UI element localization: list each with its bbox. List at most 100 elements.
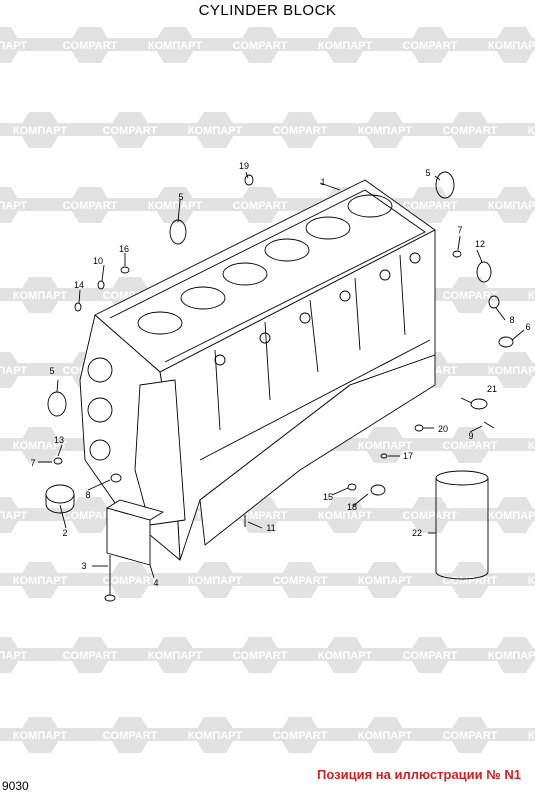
- svg-text:КОМПАРТ: КОМПАРТ: [0, 200, 27, 212]
- callout-15: 15: [323, 492, 333, 502]
- svg-text:КОМПАРТ: КОМПАРТ: [528, 290, 535, 302]
- svg-text:КОМПАРТ: КОМПАРТ: [358, 440, 412, 452]
- callout-5-top: 5: [425, 168, 430, 178]
- svg-text:КОМПАРТ: КОМПАРТ: [13, 440, 67, 452]
- watermark-logo: COMPART: [422, 277, 518, 313]
- callout-4: 4: [153, 578, 158, 588]
- watermark-logo: COMPART: [42, 187, 138, 223]
- svg-text:КОМПАРТ: КОМПАРТ: [0, 510, 27, 522]
- watermark-logo: COMPART: [82, 112, 178, 148]
- watermark-logo: COMPART: [212, 187, 308, 223]
- svg-text:COMPART: COMPART: [103, 125, 158, 137]
- svg-text:COMPART: COMPART: [233, 650, 288, 662]
- diagram-title: CYLINDER BLOCK: [198, 2, 337, 19]
- svg-text:COMPART: COMPART: [233, 40, 288, 52]
- svg-text:КОМПАРТ: КОМПАРТ: [188, 730, 242, 742]
- watermark-logo: КОМПАРТ: [337, 717, 433, 753]
- svg-text:КОМПАРТ: КОМПАРТ: [528, 125, 535, 137]
- watermark-logo: COMPART: [82, 717, 178, 753]
- watermark-logo: КОМПАРТ: [127, 637, 223, 673]
- callout-16: 16: [119, 244, 129, 254]
- callout-21: 21: [487, 384, 497, 394]
- callout-13: 13: [54, 435, 64, 445]
- svg-text:КОМПАРТ: КОМПАРТ: [13, 575, 67, 587]
- svg-text:КОМПАРТ: КОМПАРТ: [148, 40, 202, 52]
- watermark-logo: КОМПАРТ: [0, 427, 88, 463]
- callout-10: 10: [93, 256, 103, 266]
- svg-text:КОМПАРТ: КОМПАРТ: [0, 365, 27, 377]
- watermark-logo: КОМПАРТ: [127, 187, 223, 223]
- callout-19: 19: [239, 161, 249, 171]
- callout-8-left: 8: [85, 490, 90, 500]
- callout-2: 2: [62, 528, 67, 538]
- watermark-logo: КОМПАРТ: [337, 562, 433, 598]
- watermark-logo: КОМПАРТ: [337, 427, 433, 463]
- watermark-logo: КОМПАРТ: [507, 573, 535, 587]
- svg-text:COMPART: COMPART: [443, 290, 498, 302]
- svg-text:COMPART: COMPART: [443, 125, 498, 137]
- callout-18: 18: [347, 502, 357, 512]
- callout-6: 6: [525, 322, 530, 332]
- svg-text:COMPART: COMPART: [63, 650, 118, 662]
- svg-text:КОМПАРТ: КОМПАРТ: [148, 650, 202, 662]
- watermark-logo: КОМПАРТ: [0, 187, 48, 223]
- watermark-logo: КОМПАРТ: [0, 637, 48, 673]
- callout-5-lower: 5: [49, 366, 54, 376]
- callout-3: 3: [81, 561, 86, 571]
- illustration-caption: Позиция на иллюстрации № N1: [317, 767, 521, 782]
- svg-text:COMPART: COMPART: [273, 575, 328, 587]
- watermark-logo: COMPART: [422, 562, 518, 598]
- watermark-logo: COMPART: [82, 562, 178, 598]
- callout-14: 14: [74, 280, 84, 290]
- svg-text:КОМПАРТ: КОМПАРТ: [488, 40, 535, 52]
- watermark-logo: КОМПАРТ: [467, 27, 535, 63]
- watermark-logo: COMPART: [252, 112, 348, 148]
- svg-text:COMPART: COMPART: [403, 650, 458, 662]
- watermark-logo: КОМПАРТ: [0, 277, 88, 313]
- svg-text:КОМПАРТ: КОМПАРТ: [528, 730, 535, 742]
- svg-text:COMPART: COMPART: [233, 200, 288, 212]
- watermark-logo: КОМПАРТ: [0, 112, 88, 148]
- watermark-logo: COMPART: [382, 637, 478, 673]
- svg-text:КОМПАРТ: КОМПАРТ: [488, 510, 535, 522]
- svg-text:КОМПАРТ: КОМПАРТ: [488, 200, 535, 212]
- svg-text:КОМПАРТ: КОМПАРТ: [188, 125, 242, 137]
- watermark-logo: КОМПАРТ: [0, 497, 48, 533]
- svg-text:COMPART: COMPART: [63, 200, 118, 212]
- svg-text:КОМПАРТ: КОМПАРТ: [358, 575, 412, 587]
- callout-17: 17: [403, 451, 413, 461]
- svg-text:КОМПАРТ: КОМПАРТ: [188, 575, 242, 587]
- svg-text:COMPART: COMPART: [273, 730, 328, 742]
- svg-text:КОМПАРТ: КОМПАРТ: [488, 650, 535, 662]
- callout-5-left: 5: [178, 192, 183, 202]
- svg-text:КОМПАРТ: КОМПАРТ: [13, 730, 67, 742]
- callout-22: 22: [412, 528, 422, 538]
- watermark-logo: COMPART: [422, 112, 518, 148]
- svg-text:КОМПАРТ: КОМПАРТ: [358, 125, 412, 137]
- callout-7-right: 7: [457, 225, 462, 235]
- watermark-logo: КОМПАРТ: [297, 27, 393, 63]
- watermark-logo: КОМПАРТ: [127, 27, 223, 63]
- svg-text:COMPART: COMPART: [233, 510, 288, 522]
- watermark-logo: COMPART: [422, 427, 518, 463]
- svg-text:COMPART: COMPART: [273, 125, 328, 137]
- watermark-logo: КОМПАРТ: [467, 187, 535, 223]
- watermark-logo: COMPART: [252, 717, 348, 753]
- svg-text:COMPART: COMPART: [63, 510, 118, 522]
- svg-text:КОМПАРТ: КОМПАРТ: [13, 125, 67, 137]
- callout-12: 12: [475, 239, 485, 249]
- watermark-logo: COMPART: [382, 497, 478, 533]
- svg-text:COMPART: COMPART: [443, 575, 498, 587]
- watermark-logo: КОМПАРТ: [0, 352, 48, 388]
- svg-text:КОМПАРТ: КОМПАРТ: [488, 365, 535, 377]
- svg-text:КОМПАРТ: КОМПАРТ: [13, 290, 67, 302]
- watermark-logo: КОМПАРТ: [507, 728, 535, 742]
- callout-20: 20: [438, 424, 448, 434]
- svg-text:КОМПАРТ: КОМПАРТ: [318, 40, 372, 52]
- watermark-logo: COMPART: [212, 27, 308, 63]
- watermark-logo: КОМПАРТ: [167, 562, 263, 598]
- watermark-logo: COMPART: [382, 27, 478, 63]
- callout-labels: 1 2 3 4 5 5 5 6 7 7 8 8 9 10 11 12 13 14…: [30, 161, 530, 588]
- svg-text:COMPART: COMPART: [443, 730, 498, 742]
- watermark-logo: КОМПАРТ: [297, 637, 393, 673]
